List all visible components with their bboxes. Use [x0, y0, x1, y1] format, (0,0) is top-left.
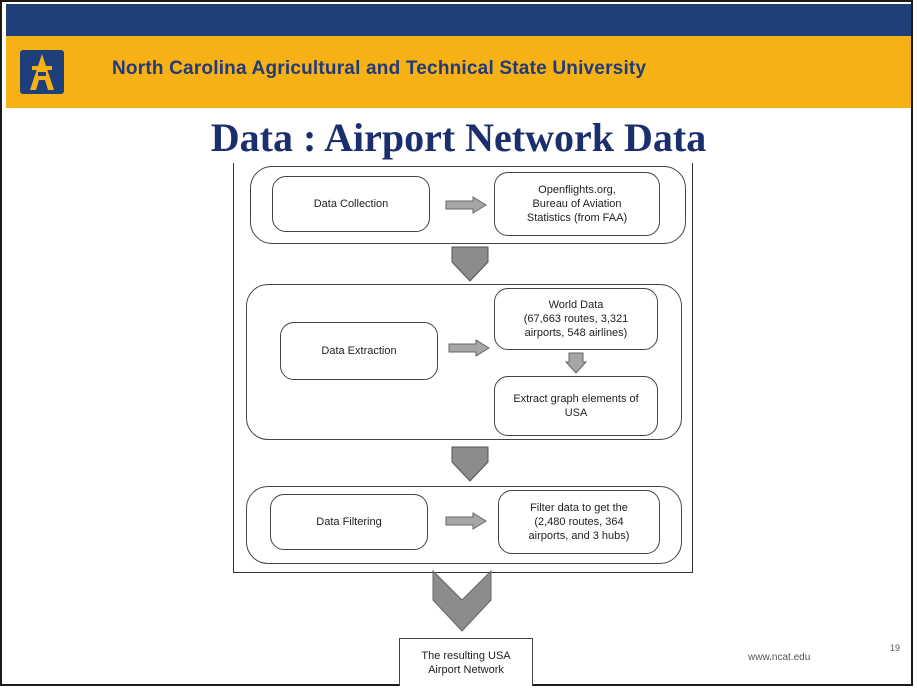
aggie-logo-icon: [20, 50, 64, 94]
data-filtering-label: Data Filtering: [316, 516, 382, 528]
diagram-frame: [233, 163, 693, 573]
output-line-1: The resulting USA: [421, 649, 511, 662]
down-arrow-icon: [451, 446, 489, 482]
chevron-down-icon: [432, 570, 492, 632]
world-data-box: World Data (67,663 routes, 3,321 airport…: [494, 288, 658, 350]
extract-graph-label: Extract graph elements of USA: [513, 393, 639, 419]
world-data-line-3: airports, 548 airlines): [524, 327, 628, 339]
data-source-line-3: Statistics (from FAA): [526, 212, 628, 224]
filter-result-line-3: airports, and 3 hubs): [528, 530, 630, 542]
data-extraction-label: Data Extraction: [321, 345, 397, 357]
extract-graph-box: Extract graph elements of USA: [494, 376, 658, 436]
down-arrow-icon: [451, 246, 489, 282]
down-arrow-icon: [565, 352, 587, 374]
data-extraction-box: Data Extraction: [280, 322, 438, 380]
top-bar: [6, 4, 911, 36]
right-arrow-icon: [448, 339, 490, 357]
filter-result-box: Filter data to get the (2,480 routes, 36…: [498, 490, 660, 554]
world-data-line-2: (67,663 routes, 3,321: [523, 313, 629, 325]
slide-title: Data : Airport Network Data: [210, 115, 707, 160]
page-number: 19: [890, 643, 901, 653]
filter-result-line-1: Filter data to get the: [530, 502, 628, 514]
data-collection-label: Data Collection: [313, 198, 389, 210]
footer-url: www.ncat.edu: [748, 652, 811, 663]
data-source-line-1: Openflights.org,: [538, 184, 616, 196]
filter-result-line-2: (2,480 routes, 364: [534, 516, 624, 528]
world-data-line-1: World Data: [548, 299, 604, 311]
right-arrow-icon: [445, 512, 487, 530]
data-source-line-2: Bureau of Aviation: [532, 198, 622, 210]
output-box: The resulting USA Airport Network: [399, 638, 533, 686]
right-arrow-icon: [445, 196, 487, 214]
data-filtering-box: Data Filtering: [270, 494, 428, 550]
data-source-box: Openflights.org, Bureau of Aviation Stat…: [494, 172, 660, 236]
data-collection-box: Data Collection: [272, 176, 430, 232]
university-banner: [6, 36, 911, 108]
university-name: North Carolina Agricultural and Technica…: [112, 58, 647, 79]
output-line-2: Airport Network: [428, 663, 504, 676]
